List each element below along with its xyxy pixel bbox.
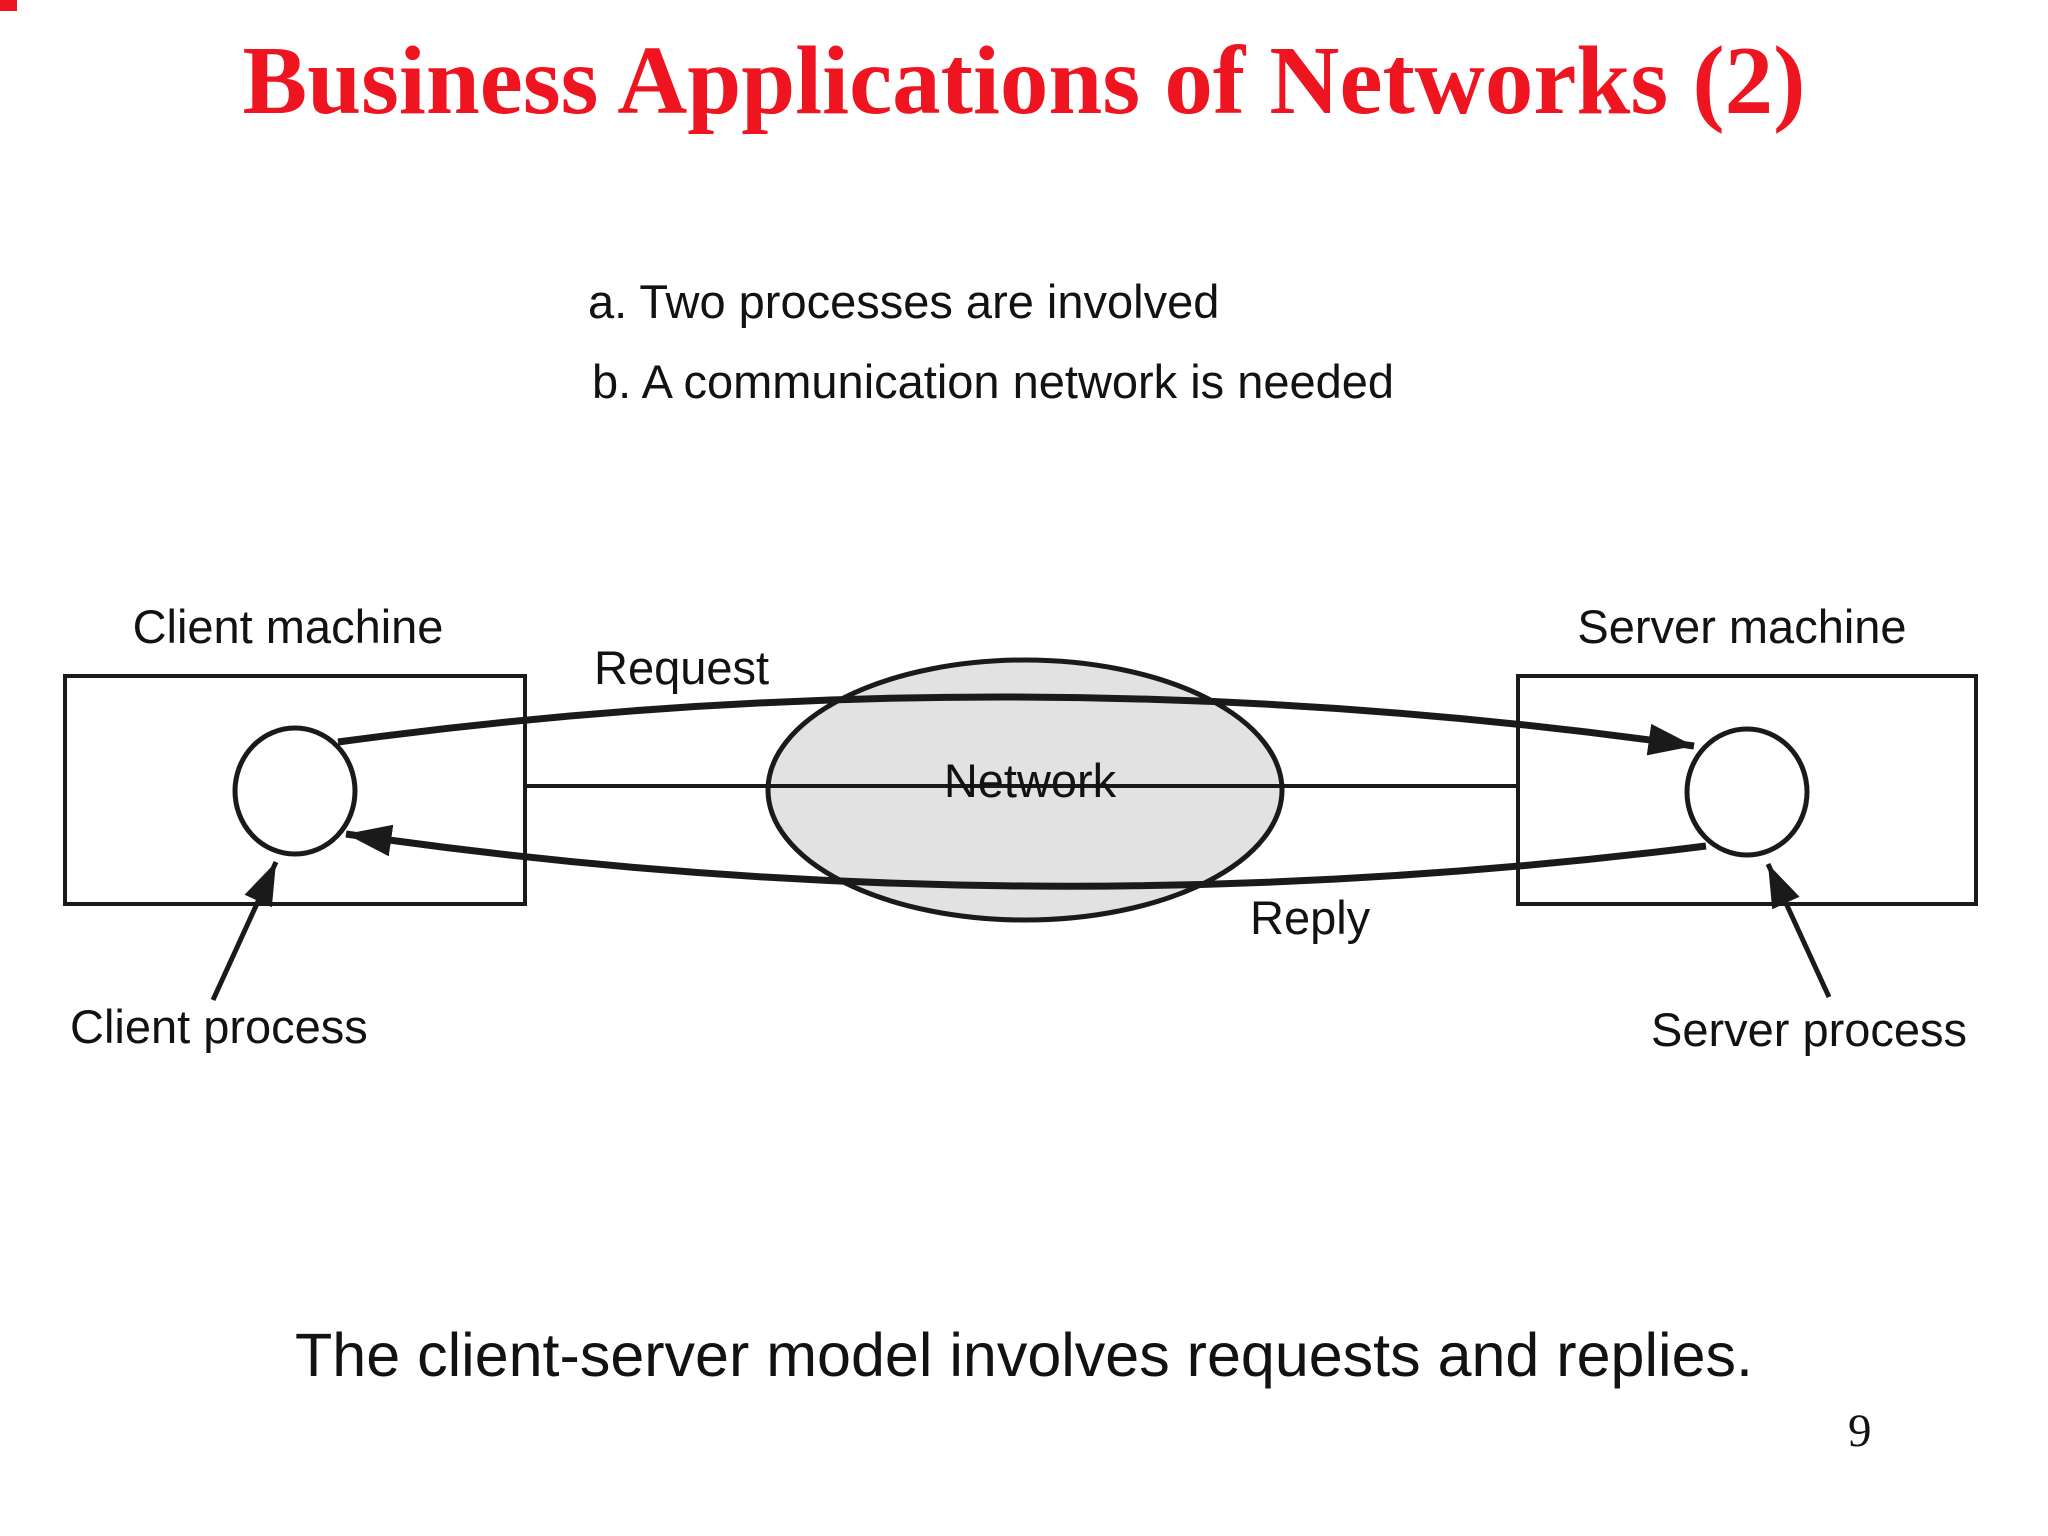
network-ellipse: [765, 657, 1285, 923]
bullet-item-b: b. A communication network is needed: [592, 355, 1395, 408]
server-process-label: Server process: [1651, 1003, 1967, 1056]
client-process-label: Client process: [70, 1000, 368, 1053]
slide-caption: The client-server model involves request…: [295, 1321, 1753, 1389]
slide-title: Business Applications of Networks (2): [242, 27, 1806, 134]
client-process-pointer-arrow: [210, 860, 279, 1002]
reply-label: Reply: [1250, 891, 1371, 944]
bullet-item-a: a. Two processes are involved: [588, 275, 1220, 328]
client-machine-label: Client machine: [133, 600, 444, 653]
server-machine-label: Server machine: [1577, 600, 1906, 653]
corner-scan-artifact: [0, 0, 17, 11]
client-process-circle: [232, 725, 358, 857]
request-arrow: [337, 693, 1695, 756]
reply-arrow: [345, 824, 1707, 890]
server-process-pointer-arrow: [1765, 862, 1832, 999]
server-process-circle: [1684, 726, 1810, 858]
network-label: Network: [944, 754, 1117, 807]
request-label: Request: [594, 641, 769, 694]
page-number: 9: [1848, 1405, 1872, 1457]
